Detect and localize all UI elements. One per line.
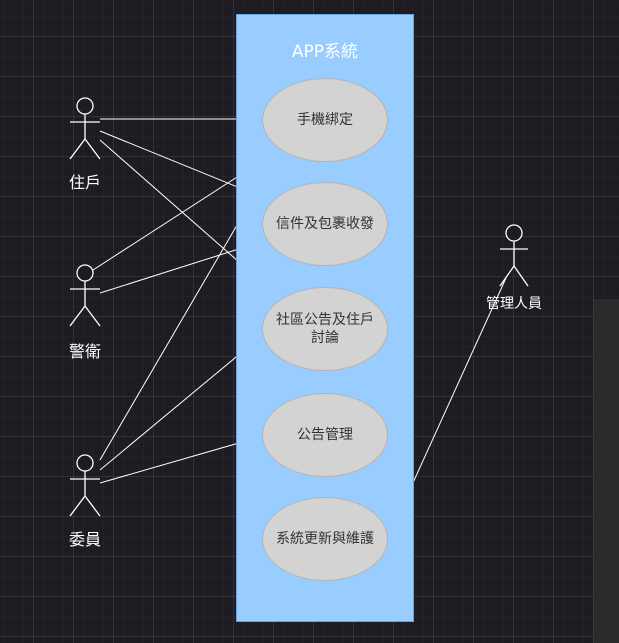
association-line [99,435,264,484]
usecase-phone-binding[interactable]: 手機綁定 [262,78,388,162]
actor-committee-icon[interactable] [66,453,104,519]
actor-guard-icon[interactable] [66,263,104,329]
actor-guard-label: 警衛 [68,342,102,361]
usecase-announcement-management[interactable]: 公告管理 [262,393,388,477]
actor-resident-icon[interactable] [66,96,104,162]
system-title: APP系統 [291,42,359,62]
side-panel [593,299,619,643]
actor-resident-label: 住戶 [68,173,102,192]
actor-admin-label: 管理人員 [486,296,542,312]
actor-admin-icon[interactable] [497,223,531,289]
usecase-system-maintenance[interactable]: 系統更新與維護 [262,497,388,581]
actor-committee-label: 委員 [68,530,102,549]
usecase-mail-parcel[interactable]: 信件及包裹收發 [262,182,388,266]
usecase-community-board[interactable]: 社區公告及住戶 討論 [262,287,388,371]
